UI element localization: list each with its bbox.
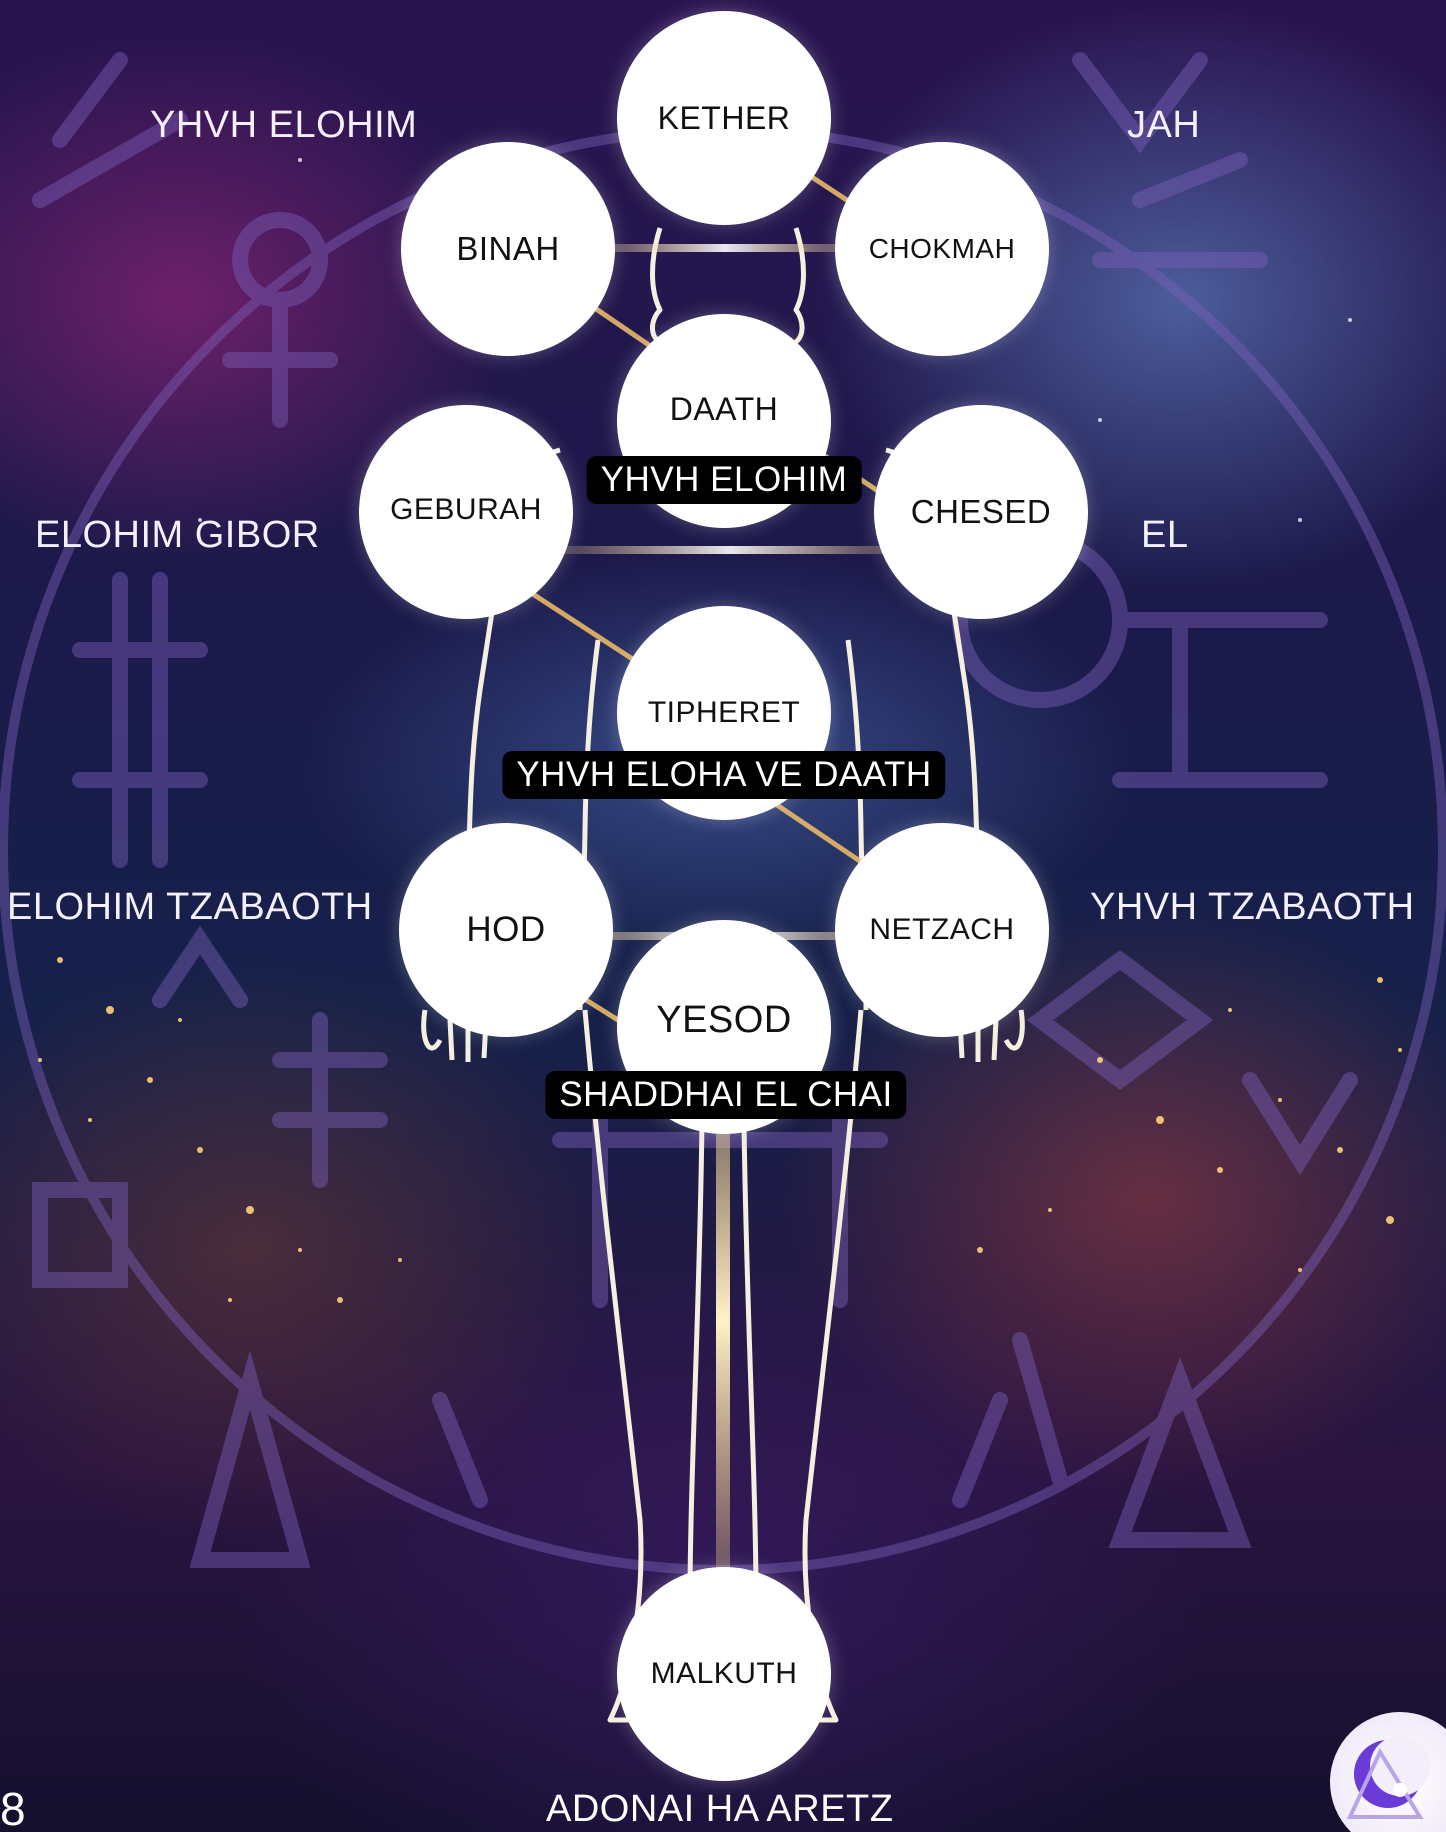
badge-yesod-god-name: SHADDHAI EL CHAI <box>545 1071 906 1119</box>
sephira-hod: HOD <box>399 823 613 1037</box>
badge-daath-god-name: YHVH ELOHIM <box>587 456 862 504</box>
sephira-kether: KETHER <box>617 11 831 225</box>
sephira-label: NETZACH <box>869 913 1014 947</box>
sephira-binah: BINAH <box>401 142 615 356</box>
sephira-geburah: GEBURAH <box>359 405 573 619</box>
god-name-binah: YHVH ELOHIM <box>150 104 417 147</box>
sephira-label: HOD <box>466 910 545 950</box>
sephira-label: BINAH <box>456 230 559 268</box>
god-name-geburah: ELOHIM GIBOR <box>35 514 320 557</box>
sephira-netzach: NETZACH <box>835 823 1049 1037</box>
sephira-label: YESOD <box>656 999 792 1042</box>
badge-tipheret-god-name: YHVH ELOHA VE DAATH <box>502 751 945 799</box>
sephira-chokmah: CHOKMAH <box>835 142 1049 356</box>
sephira-label: CHOKMAH <box>869 233 1016 265</box>
page-number: 8 <box>0 1782 26 1832</box>
god-name-chesed: EL <box>1141 514 1188 557</box>
sephira-label: KETHER <box>658 100 791 137</box>
sephira-label: MALKUTH <box>651 1657 798 1691</box>
god-name-netzach: YHVH TZABAOTH <box>1090 886 1415 929</box>
sephira-label: DAATH <box>670 391 779 428</box>
sephira-label: CHESED <box>911 493 1052 531</box>
god-name-malkuth: ADONAI HA ARETZ <box>546 1788 893 1831</box>
god-name-chokmah: JAH <box>1127 104 1200 147</box>
sephira-label: GEBURAH <box>390 493 542 527</box>
sephira-chesed: CHESED <box>874 405 1088 619</box>
sephira-label: TIPHERET <box>648 696 800 730</box>
god-name-hod: ELOHIM TZABAOTH <box>7 886 373 929</box>
sephira-malkuth: MALKUTH <box>617 1567 831 1781</box>
